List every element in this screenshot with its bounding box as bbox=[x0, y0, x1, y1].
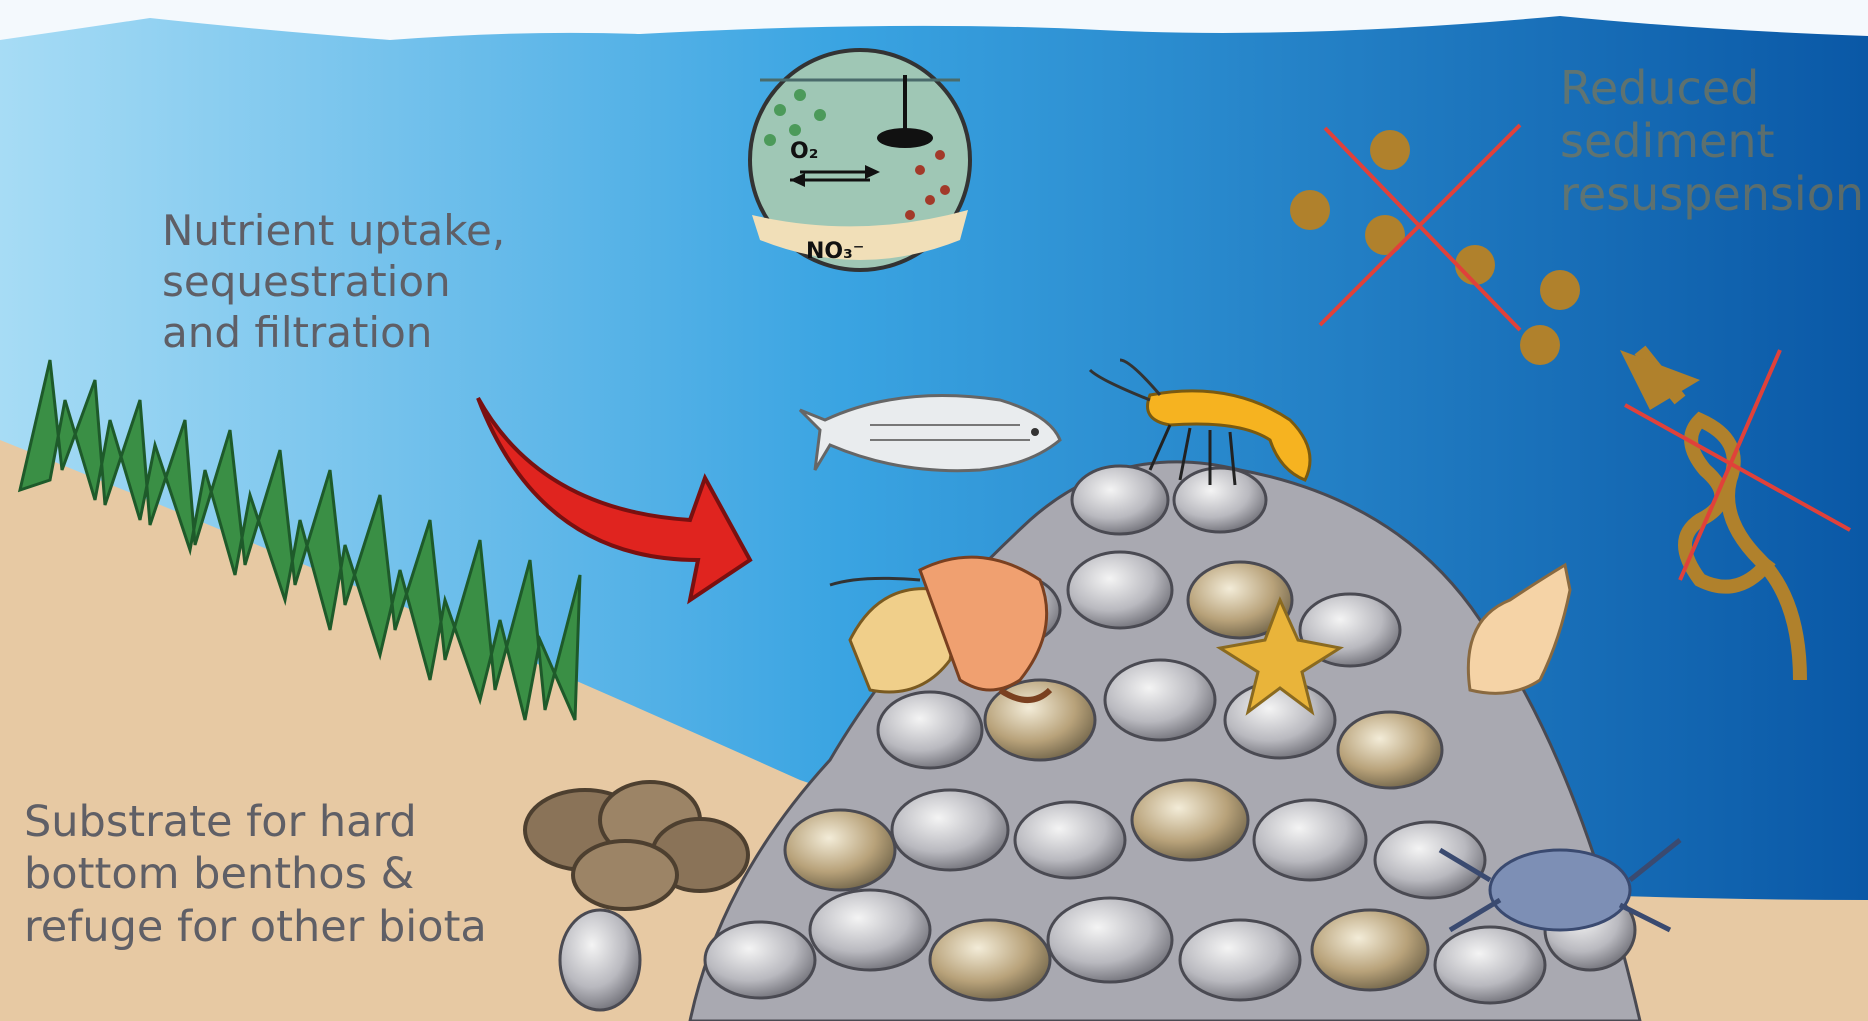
sediment-resuspension-label: Reduced sediment resuspension bbox=[1560, 62, 1864, 221]
nitrate-label: NO₃⁻ bbox=[806, 239, 864, 264]
oxygen-nitrate-inset bbox=[750, 50, 970, 270]
substrate-label: Substrate for hard bottom benthos & refu… bbox=[24, 796, 487, 953]
nutrient-uptake-label: Nutrient uptake, sequestration and filtr… bbox=[162, 205, 505, 359]
oxygen-label: O₂ bbox=[790, 139, 818, 164]
